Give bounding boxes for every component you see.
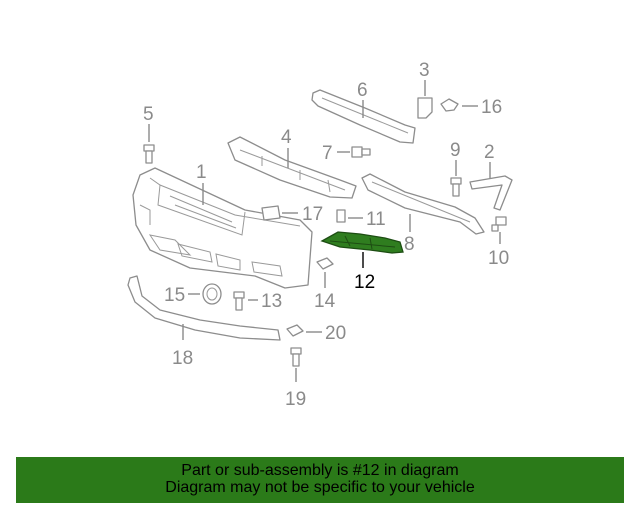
part-17-bezel[interactable] <box>261 205 281 221</box>
part-3-bracket[interactable] <box>417 97 433 119</box>
callout-19: 19 <box>285 389 306 410</box>
callout-1: 1 <box>196 162 207 183</box>
part-20-nut[interactable] <box>286 324 304 337</box>
part-12-bracket[interactable] <box>320 231 404 254</box>
part-18-deflector[interactable] <box>127 275 281 341</box>
callout-8: 8 <box>404 234 415 255</box>
part-10-bolt[interactable] <box>491 216 507 232</box>
parts-diagram: 1 5 4 6 3 16 7 9 <box>127 60 513 410</box>
part-19-bolt[interactable] <box>290 347 302 367</box>
callout-5: 5 <box>143 104 154 125</box>
callout-2: 2 <box>484 142 495 163</box>
callout-9: 9 <box>450 140 461 161</box>
callout-20: 20 <box>325 323 346 344</box>
part-4-absorber[interactable] <box>227 136 357 199</box>
part-15-plug[interactable] <box>202 283 222 305</box>
part-13-bolt[interactable] <box>233 291 245 311</box>
part-8-lower-bar[interactable] <box>361 173 485 235</box>
callout-13: 13 <box>261 291 282 312</box>
callout-7: 7 <box>322 143 333 164</box>
banner-line-1: Part or sub-assembly is #12 in diagram <box>181 462 459 479</box>
callout-18: 18 <box>172 348 193 369</box>
part-14-nut[interactable] <box>316 257 334 270</box>
part-2-bracket[interactable] <box>469 175 513 211</box>
callout-15: 15 <box>164 285 185 306</box>
callout-12: 12 <box>354 272 375 293</box>
banner-line-2: Diagram may not be specific to your vehi… <box>165 479 475 496</box>
info-banner: Part or sub-assembly is #12 in diagram D… <box>16 457 624 503</box>
part-1-bumper-cover[interactable] <box>132 167 313 289</box>
callout-17: 17 <box>302 204 323 225</box>
callout-3: 3 <box>419 60 430 81</box>
callout-14: 14 <box>314 291 336 312</box>
callout-16: 16 <box>481 97 502 118</box>
callout-11: 11 <box>366 209 386 230</box>
part-5-bolt[interactable] <box>143 144 155 164</box>
part-16-clip[interactable] <box>440 98 459 112</box>
part-7-bolt[interactable] <box>351 146 371 158</box>
callout-6: 6 <box>357 80 368 101</box>
callout-10: 10 <box>488 248 509 269</box>
part-9-bolt[interactable] <box>450 177 462 197</box>
part-11-clip[interactable] <box>336 209 346 223</box>
callout-4: 4 <box>281 127 292 148</box>
